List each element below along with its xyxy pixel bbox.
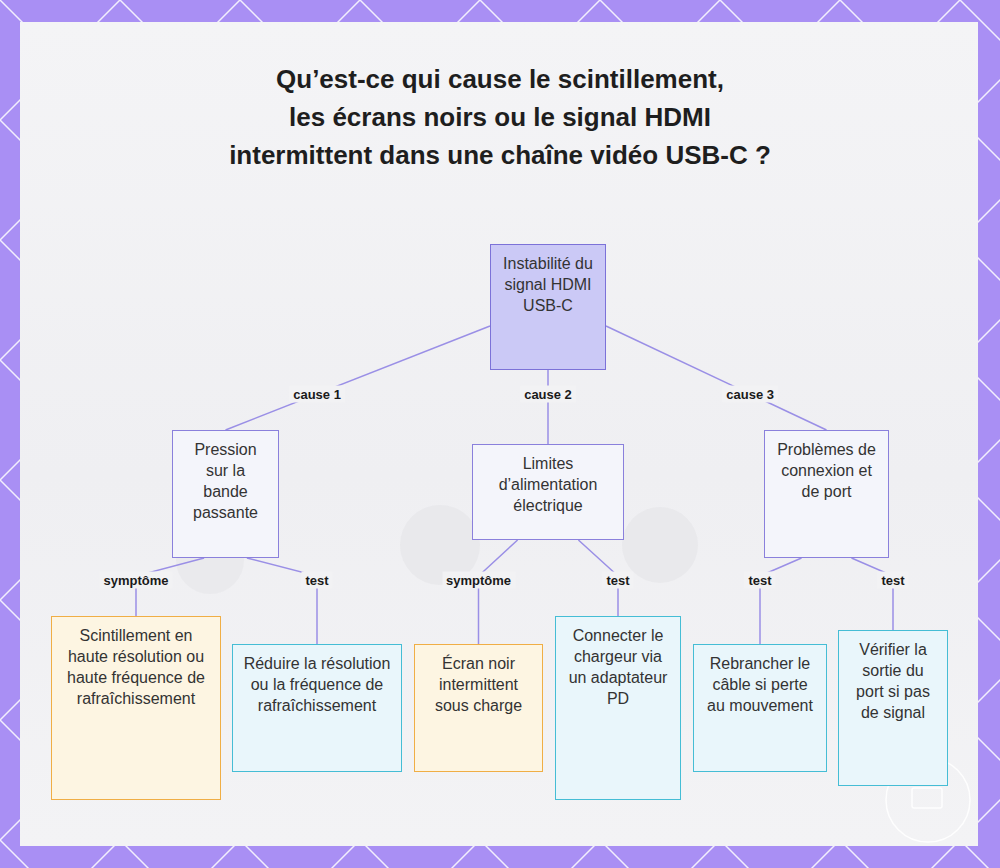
test-box: Connecter le chargeur via un adaptateur … (555, 616, 681, 800)
connector-line (547, 370, 549, 444)
cause-box: Pression sur la bande passante (172, 430, 279, 558)
edge-label: test (877, 572, 908, 589)
node-text: Limites d’alimentation électrique (482, 453, 614, 516)
node-text: Instabilité du signal HDMI USB-C (500, 253, 596, 316)
edge-label: test (602, 572, 633, 589)
test-box: Vérifier la sortie du port si pas de sig… (838, 630, 948, 786)
cause-box: Problèmes de connexion et de port (764, 430, 889, 558)
cause-box: Limites d’alimentation électrique (472, 444, 624, 540)
corner-badge-icon (912, 788, 942, 808)
connector-line (226, 326, 491, 430)
connector-line (852, 558, 894, 630)
test-box: Rebrancher le câble si perte au mouvemen… (693, 644, 827, 772)
node-text: Écran noir intermittent sous charge (424, 653, 533, 716)
test-box: Réduire la résolution ou la fréquence de… (232, 644, 402, 772)
symptom-box: Scintillement en haute résolution ou hau… (51, 616, 221, 800)
node-text: Connecter le chargeur via un adaptateur … (565, 625, 671, 709)
node-text: Vérifier la sortie du port si pas de sig… (848, 639, 938, 723)
edge-label: symptôme (442, 572, 515, 589)
node-text: Réduire la résolution ou la fréquence de… (242, 653, 392, 716)
edge-label: cause 1 (289, 386, 345, 403)
edge-label: cause 3 (722, 386, 778, 403)
root-box: Instabilité du signal HDMI USB-C (490, 244, 606, 370)
node-text: Scintillement en haute résolution ou hau… (61, 625, 211, 709)
node-text: Pression sur la bande passante (182, 439, 269, 523)
edge-label: test (744, 572, 775, 589)
connector-line (479, 540, 518, 644)
node-text: Rebrancher le câble si perte au mouvemen… (703, 653, 817, 716)
node-text: Problèmes de connexion et de port (774, 439, 879, 502)
edge-label: test (301, 572, 332, 589)
edge-label: cause 2 (520, 386, 576, 403)
connector-line (606, 326, 827, 430)
symptom-box: Écran noir intermittent sous charge (414, 644, 543, 772)
edge-label: symptôme (99, 572, 172, 589)
diagram-title: Qu’est-ce qui cause le scintillement, le… (220, 60, 780, 174)
